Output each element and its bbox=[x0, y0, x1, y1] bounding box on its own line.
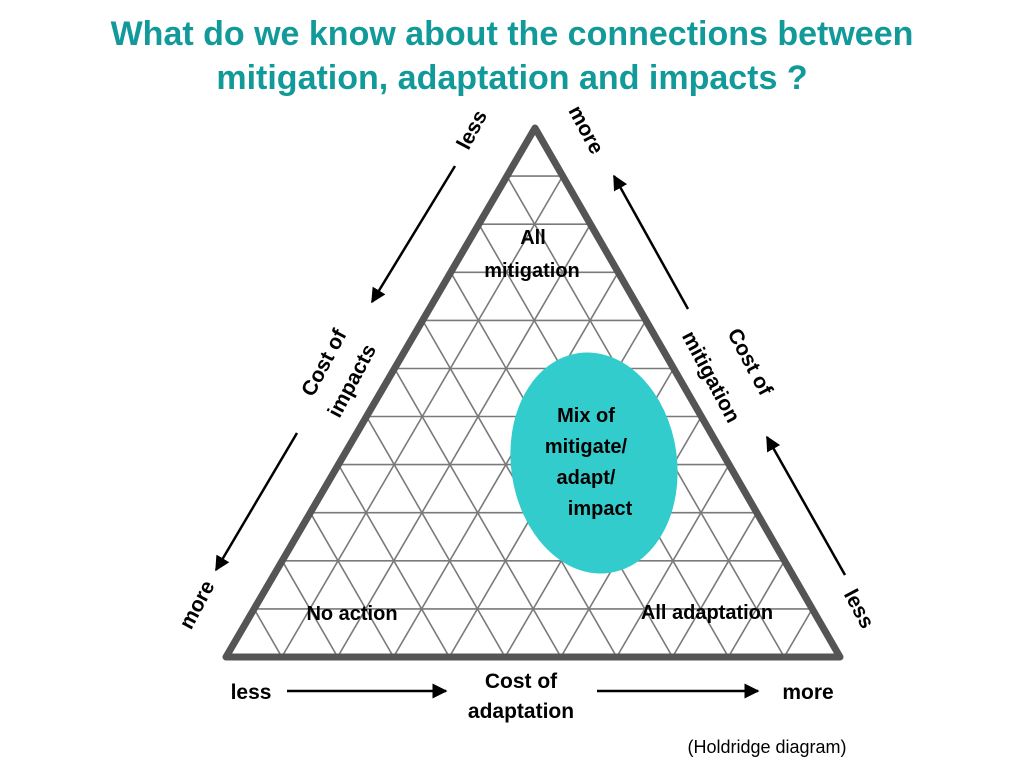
region-center-line-2: mitigate/ bbox=[545, 436, 628, 458]
bottom-axis-name-line-2: adaptation bbox=[468, 700, 574, 723]
title-line-1: What do we know about the connections be… bbox=[110, 15, 914, 53]
region-bottom-left: No action bbox=[306, 603, 397, 625]
grid-line-7 bbox=[309, 512, 395, 658]
left-axis-arrow-lower bbox=[214, 432, 299, 572]
grid-line-1 bbox=[253, 608, 283, 658]
grid-line-8 bbox=[671, 512, 758, 658]
grid-line-2 bbox=[783, 608, 813, 658]
left-axis-bottom-end-label: more bbox=[175, 577, 219, 633]
outer-triangle bbox=[222, 124, 844, 661]
region-bottom-right: All adaptation bbox=[641, 602, 773, 624]
region-top-line-1: All bbox=[520, 227, 546, 249]
region-center-line-3: adapt/ bbox=[557, 467, 616, 489]
right-axis-arrow-upper bbox=[612, 174, 690, 310]
bottom-axis-right-end-label: more bbox=[782, 681, 833, 704]
left-axis-arrow-upper bbox=[370, 165, 457, 304]
right-axis-arrow-lower bbox=[765, 435, 847, 576]
grid-line-13 bbox=[365, 416, 506, 658]
left-axis-top-end-label: less bbox=[453, 107, 492, 154]
region-top-line-2: mitigation bbox=[484, 260, 580, 282]
diagram-caption: (Holdridge diagram) bbox=[687, 737, 846, 757]
right-axis-bottom-end-label: less bbox=[839, 586, 878, 633]
grid-line-26 bbox=[336, 223, 592, 658]
region-center-line-4: impact bbox=[568, 498, 633, 520]
bottom-axis-name-line-1: Cost of bbox=[485, 670, 558, 693]
region-center-line-1: Mix of bbox=[557, 405, 615, 427]
bottom-axis-left-end-label: less bbox=[231, 681, 272, 704]
title-line-2: mitigation, adaptation and impacts ? bbox=[216, 59, 808, 97]
grid-line-29 bbox=[281, 175, 564, 658]
right-axis-top-end-label: more bbox=[564, 102, 608, 158]
mix-region-blob bbox=[510, 352, 678, 574]
grid-line-23 bbox=[392, 271, 619, 658]
